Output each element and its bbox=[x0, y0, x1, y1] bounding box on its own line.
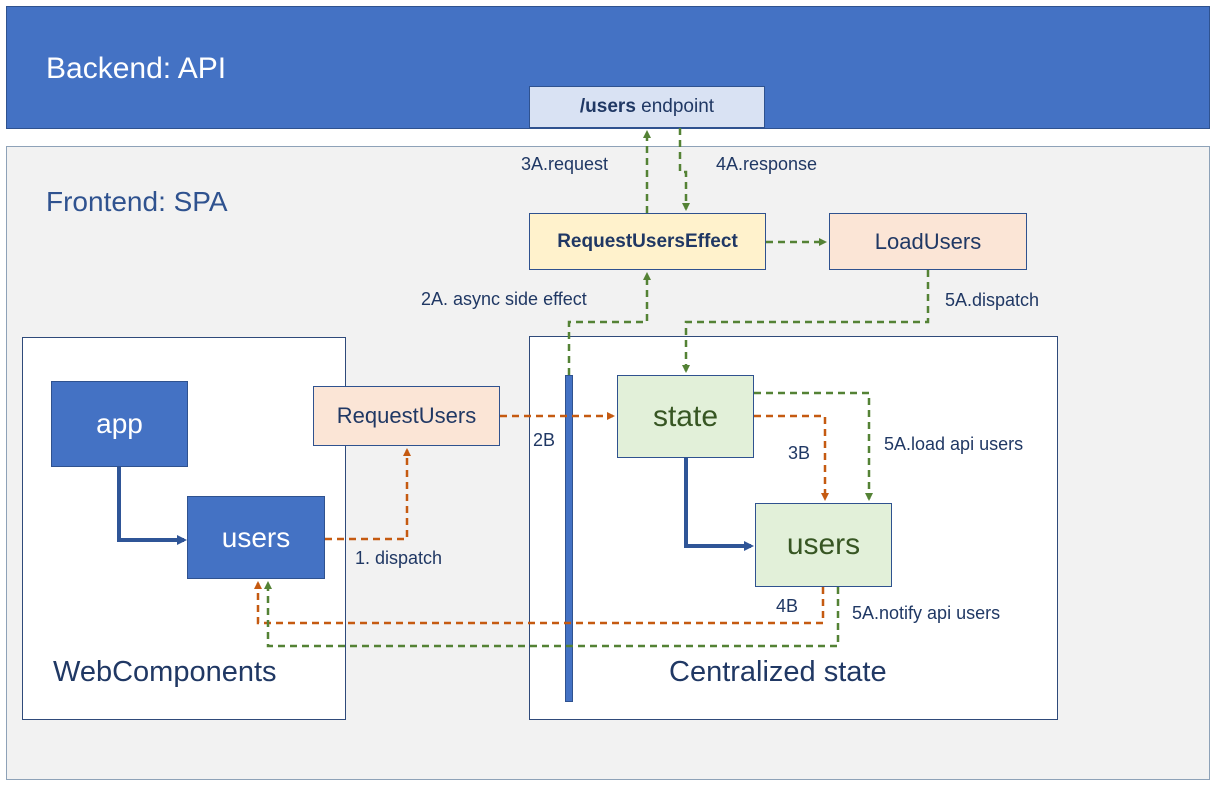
endpoint-path: /users bbox=[579, 96, 636, 117]
label-5a-dispatch: 5A.dispatch bbox=[945, 290, 1040, 310]
label-4b: 4B bbox=[776, 596, 799, 616]
users-to-component-4b-arrow bbox=[254, 581, 825, 625]
centralized-state-title: Centralized state bbox=[669, 656, 887, 688]
request-users-effect-box: RequestUsersEffect bbox=[529, 213, 766, 270]
load-users-box: LoadUsers bbox=[829, 213, 1027, 270]
label-4a-response: 4A.response bbox=[716, 154, 818, 174]
async-side-effect-arrow bbox=[567, 272, 651, 375]
label-3a-request: 3A.request bbox=[521, 154, 609, 174]
label-2a-async: 2A. async side effect bbox=[421, 289, 587, 309]
response-4a-arrow bbox=[678, 128, 690, 211]
state-to-users-3b-arrow bbox=[754, 414, 829, 501]
label-3b: 3B bbox=[788, 443, 811, 463]
label-1-dispatch: 1. dispatch bbox=[355, 548, 443, 568]
request-users-box: RequestUsers bbox=[313, 386, 500, 446]
endpoint-suffix: endpoint bbox=[635, 96, 715, 117]
app-component-box: app bbox=[51, 381, 188, 467]
state-to-users-link bbox=[684, 458, 754, 551]
store-bus-bar bbox=[565, 375, 573, 702]
app-to-users-link bbox=[117, 467, 187, 545]
users-state-box: users bbox=[755, 503, 892, 587]
label-5a-notify: 5A.notify api users bbox=[852, 603, 1001, 623]
label-5a-load: 5A.load api users bbox=[884, 434, 1024, 454]
load-users-dispatch-arrow bbox=[682, 270, 930, 373]
frontend-title: Frontend: SPA bbox=[46, 186, 228, 217]
dispatch-arrow bbox=[325, 448, 411, 541]
load-api-users-arrow bbox=[754, 391, 873, 501]
users-component-box: users bbox=[187, 496, 325, 579]
label-2b: 2B bbox=[533, 430, 556, 450]
notify-api-users-arrow bbox=[264, 581, 840, 648]
state-box: state bbox=[617, 375, 754, 458]
webcomponents-title: WebComponents bbox=[53, 656, 277, 688]
backend-title: Backend: API bbox=[46, 52, 227, 85]
users-endpoint-box: /users endpoint bbox=[529, 86, 765, 128]
